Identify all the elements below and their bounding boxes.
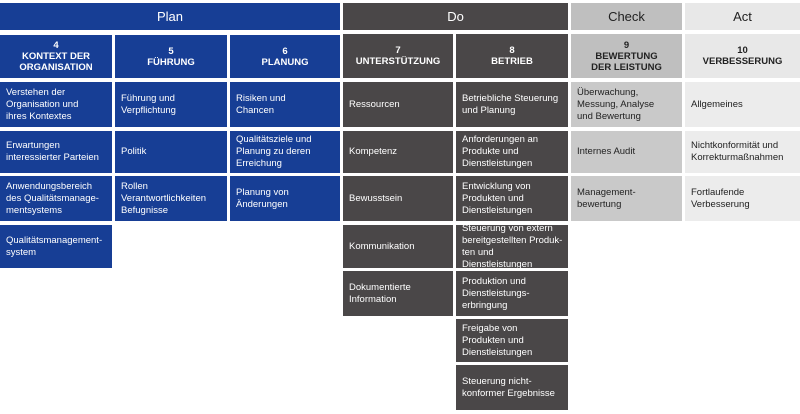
phase-check-label: Check: [608, 8, 645, 24]
column-header-4: 4 KONTEXT DER ORGANISATION: [0, 34, 112, 78]
column-title: BETRIEB: [491, 56, 533, 67]
clause-text: Risiken und Chancen: [236, 92, 286, 116]
phase-plan: Plan: [0, 3, 340, 30]
clause-item: Internes Audit: [571, 131, 682, 173]
clause-item: Nichtkonformität und Korrekturmaßnahmen: [685, 131, 800, 173]
column-number: 9: [623, 39, 630, 51]
clause-text: Steuerung nicht- konformer Ergebnisse: [462, 375, 555, 399]
column-number: 4: [53, 40, 59, 51]
clause-text: Kompetenz: [349, 146, 398, 157]
column-header-10: 10 VERBESSERUNG: [685, 34, 800, 78]
clause-item: Anwendungsbereich des Qualitätsmanage- m…: [0, 176, 112, 221]
column-header-7: 7 UNTERSTÜTZUNG: [343, 34, 453, 78]
clause-text: Erwartungen interessierter Parteien: [6, 140, 99, 163]
clause-text: Ressourcen: [349, 98, 400, 110]
column-title: BEWERTUNG DER LEISTUNG: [591, 50, 662, 73]
clause-text: Betriebliche Steuerung und Planung: [462, 92, 559, 116]
column-number: 7: [395, 45, 401, 56]
clause-text: Allgemeines: [691, 98, 743, 110]
column-number: 5: [168, 45, 174, 57]
clause-text: Steuerung von extern bereitgestellten Pr…: [462, 222, 563, 270]
column-number: 6: [282, 45, 288, 57]
clause-text: Management- bewertung: [577, 186, 636, 210]
column-title: FÜHRUNG: [147, 56, 195, 68]
column-header-6: 6 PLANUNG: [230, 34, 340, 78]
clause-item: Kommunikation: [343, 225, 453, 268]
clause-text: Planung von Änderungen: [236, 186, 289, 210]
clause-text: Entwicklung von Produkten und Dienstleis…: [462, 180, 533, 216]
clause-item: Dokumentierte Information: [343, 271, 453, 316]
column-title: PLANUNG: [261, 56, 309, 68]
clause-text: Qualitätsziele und Planung zu deren Erre…: [236, 134, 312, 169]
clause-text: Rollen Verantwortlichkeiten Befugnisse: [121, 180, 207, 216]
clause-text: Bewusstsein: [349, 192, 403, 204]
clause-item: Bewusstsein: [343, 176, 453, 221]
clause-item: Steuerung von extern bereitgestellten Pr…: [456, 222, 568, 270]
clause-item: Allgemeines: [685, 82, 800, 127]
clause-text: Überwachung, Messung, Analyse und Bewert…: [577, 86, 655, 122]
column-header-8: 8 BETRIEB: [456, 34, 568, 78]
clause-text: Anforderungen an Produkte und Dienstleis…: [462, 134, 539, 169]
clause-item: Kompetenz: [343, 131, 453, 173]
column-title: VERBESSERUNG: [702, 56, 783, 67]
clause-text: Nichtkonformität und Korrekturmaßnahmen: [691, 140, 784, 163]
clause-text: Verstehen der Organisation und ihres Kon…: [6, 86, 79, 122]
clause-item: Anforderungen an Produkte und Dienstleis…: [456, 131, 568, 173]
clause-item: Produktion und Dienstleistungs- erbringu…: [456, 271, 568, 316]
clause-item: Überwachung, Messung, Analyse und Bewert…: [571, 82, 682, 127]
clause-item: Erwartungen interessierter Parteien: [0, 131, 112, 173]
clause-item: Planung von Änderungen: [230, 176, 340, 221]
clause-text: Führung und Verpflichtung: [121, 92, 176, 116]
clause-text: Kommunikation: [349, 240, 415, 252]
clause-item: Freigabe von Produkten und Dienstleistun…: [456, 319, 568, 362]
clause-item: Führung und Verpflichtung: [115, 82, 227, 127]
clause-text: Internes Audit: [577, 146, 636, 157]
phase-do: Do: [343, 3, 568, 30]
clause-item: Ressourcen: [343, 82, 453, 127]
clause-item: Qualitätsmanagement- system: [0, 225, 112, 268]
clause-item: Steuerung nicht- konformer Ergebnisse: [456, 365, 568, 410]
clause-item: Management- bewertung: [571, 176, 682, 221]
column-title: UNTERSTÜTZUNG: [355, 56, 441, 67]
column-header-5: 5 FÜHRUNG: [115, 34, 227, 78]
column-title: KONTEXT DER ORGANISATION: [19, 51, 93, 73]
column-number: 8: [509, 45, 515, 56]
column-header-9: 9 BEWERTUNG DER LEISTUNG: [571, 34, 682, 78]
clause-item: Rollen Verantwortlichkeiten Befugnisse: [115, 176, 227, 221]
clause-item: Fortlaufende Verbesserung: [685, 176, 800, 221]
clause-text: Politik: [121, 146, 147, 157]
clause-item: Entwicklung von Produkten und Dienstleis…: [456, 176, 568, 221]
clause-text: Qualitätsmanagement- system: [6, 234, 103, 258]
phase-act: Act: [685, 3, 800, 30]
clause-item: Verstehen der Organisation und ihres Kon…: [0, 82, 112, 127]
phase-do-label: Do: [447, 8, 464, 24]
column-number: 10: [737, 45, 748, 56]
clause-item: Risiken und Chancen: [230, 82, 340, 127]
phase-plan-label: Plan: [156, 8, 184, 24]
clause-text: Fortlaufende Verbesserung: [691, 186, 750, 210]
clause-text: Anwendungsbereich des Qualitätsmanage- m…: [6, 180, 99, 216]
clause-item: Betriebliche Steuerung und Planung: [456, 82, 568, 127]
clause-item: Politik: [115, 131, 227, 173]
phase-act-label: Act: [733, 8, 752, 24]
clause-text: Freigabe von Produkten und Dienstleistun…: [462, 322, 533, 358]
phase-check: Check: [571, 3, 682, 30]
clause-text: Produktion und Dienstleistungs- erbringu…: [462, 275, 530, 311]
clause-text: Dokumentierte Information: [349, 281, 411, 305]
clause-item: Qualitätsziele und Planung zu deren Erre…: [230, 131, 340, 173]
